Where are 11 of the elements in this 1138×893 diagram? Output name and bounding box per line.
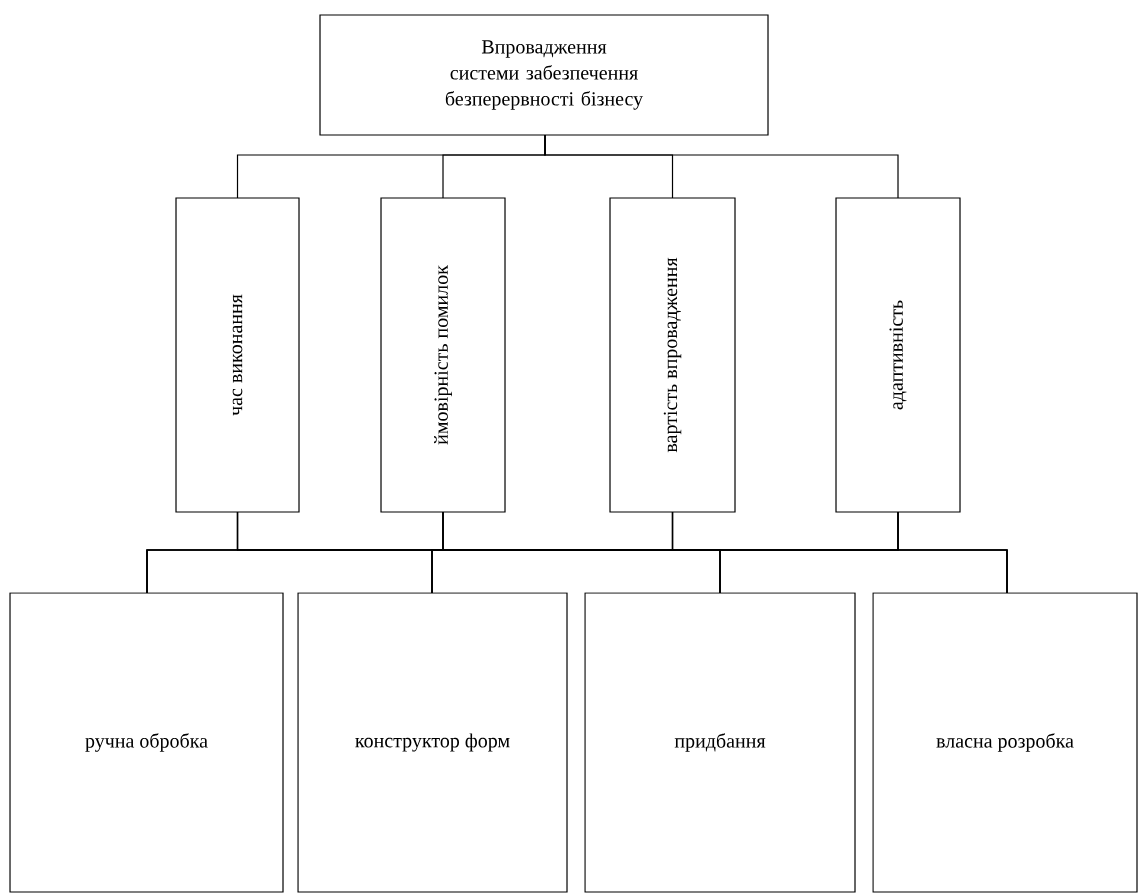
title-box: Впровадження системи забезпечення безперервності бізнесу	[319, 14, 769, 136]
connector	[544, 134, 899, 199]
option-box: ручна обробка	[9, 592, 284, 893]
criterion-box: вартість впровадження	[609, 197, 736, 513]
criterion-box: ймовірність помилок	[380, 197, 506, 513]
connector	[897, 511, 1008, 594]
criterion-box: час виконання	[175, 197, 300, 513]
criterion-box: адаптивність	[835, 197, 961, 513]
option-box: придбання	[584, 592, 856, 893]
option-box: власна розробка	[872, 592, 1138, 893]
option-box: конструктор форм	[297, 592, 568, 893]
